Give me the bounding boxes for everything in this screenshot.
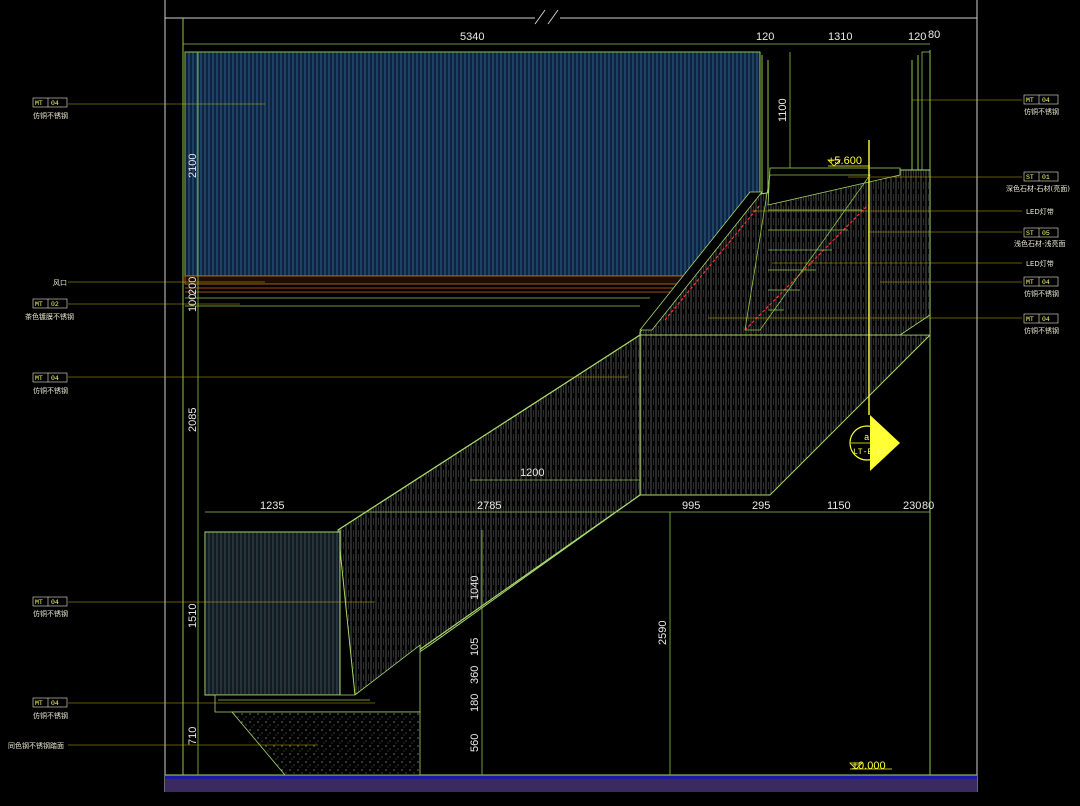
main-stair-flight xyxy=(337,334,641,696)
left-callout-5: MT 04 仿铜不锈钢 xyxy=(32,697,68,720)
right-callout-5-code: MT xyxy=(1026,279,1034,286)
section-number: a xyxy=(864,433,870,443)
dim-rail: 1100 xyxy=(777,98,789,122)
left-callout-5-text: 仿铜不锈钢 xyxy=(33,711,68,720)
dim-left-4: 1510 xyxy=(187,604,199,628)
right-callout-0-num: 04 xyxy=(1042,97,1050,104)
level-markers: +5.600 ±0.000 xyxy=(827,155,892,772)
right-callout-5: MT 04 仿铜不锈钢 xyxy=(1023,276,1059,298)
right-callout-4-text: LED灯带 xyxy=(1026,259,1054,268)
left-callouts: MT 04 仿铜不锈钢 风口 MT 02 茶色镀膜不锈钢 MT 04 仿铜不锈钢… xyxy=(8,97,74,750)
dim-left-5: 710 xyxy=(187,727,199,745)
right-callout-5-num: 04 xyxy=(1042,279,1050,286)
left-callout-3-num: 04 xyxy=(51,375,59,382)
dim-left-0: 2100 xyxy=(187,154,199,178)
right-callout-5-text: 仿铜不锈钢 xyxy=(1024,289,1059,298)
right-callout-4: LED灯带 xyxy=(1026,259,1054,268)
right-callouts: MT 04 仿铜不锈钢 ST 01 深色石材-石材(亮面) LED灯带 ST 0… xyxy=(1006,94,1070,335)
dim-mid-2: 995 xyxy=(682,500,700,512)
level-ground: ±0.000 xyxy=(852,760,886,772)
dim-top-0: 5340 xyxy=(460,31,484,43)
left-callout-4: MT 04 仿铜不锈钢 xyxy=(32,596,68,618)
left-callout-4-text: 仿铜不锈钢 xyxy=(33,609,68,618)
right-callout-3: ST 05 浅色石材-浅亮面 xyxy=(1014,227,1066,248)
left-callout-2-num: 02 xyxy=(51,301,59,308)
callout-leaders xyxy=(68,99,1022,746)
right-callout-3-num: 05 xyxy=(1042,230,1050,237)
left-callout-5-num: 04 xyxy=(51,700,59,707)
dim-top-2: 1310 xyxy=(828,31,852,43)
level-upper: +5.600 xyxy=(828,155,862,167)
dim-center: 2590 xyxy=(657,621,669,645)
left-callout-0-code: MT xyxy=(35,100,43,107)
right-callout-1: ST 01 深色石材-石材(亮面) xyxy=(1006,171,1070,193)
dim-mid-6: 80 xyxy=(922,500,934,512)
dimension-lines xyxy=(183,43,930,775)
right-callout-1-code: ST xyxy=(1026,174,1034,181)
left-callout-4-num: 04 xyxy=(51,599,59,606)
right-callout-2: LED灯带 xyxy=(1026,207,1054,216)
dim-left-1: 100 xyxy=(187,294,199,312)
right-callout-6-text: 仿铜不锈钢 xyxy=(1024,326,1059,335)
right-callout-2-text: LED灯带 xyxy=(1026,207,1054,216)
dim-top-1: 120 xyxy=(756,31,774,43)
lower-landing-panel xyxy=(204,530,421,776)
dim-mid-3: 295 xyxy=(752,500,770,512)
dim-lower-3: 180 xyxy=(469,694,481,712)
left-callout-5-code: MT xyxy=(35,700,43,707)
left-callout-1-text: 风口 xyxy=(53,279,67,287)
dim-mid-1: 2785 xyxy=(477,500,501,512)
left-callout-2-text: 茶色镀膜不锈钢 xyxy=(25,312,74,321)
dim-lower-1: 105 xyxy=(469,638,481,656)
left-callout-1: 风口 xyxy=(53,279,67,287)
section-marker: a LT-EL05 xyxy=(849,415,900,471)
left-callout-3-code: MT xyxy=(35,375,43,382)
dim-top-3: 120 xyxy=(908,31,926,43)
left-callout-0-num: 04 xyxy=(51,100,59,107)
left-callout-4-code: MT xyxy=(35,599,43,606)
left-callout-2-code: MT xyxy=(35,301,43,308)
dim-lower-4: 560 xyxy=(469,734,481,752)
dim-left-2: 200 xyxy=(187,277,199,295)
upper-wall-panel xyxy=(184,51,761,307)
dim-lower-0: 1040 xyxy=(469,576,481,600)
dim-top-4: 80 xyxy=(928,29,940,41)
left-callout-0: MT 04 仿铜不锈钢 xyxy=(32,97,68,120)
left-callout-0-text: 仿铜不锈钢 xyxy=(33,111,68,120)
right-callout-1-text: 深色石材-石材(亮面) xyxy=(1006,184,1070,193)
right-callout-0-text: 仿铜不锈钢 xyxy=(1024,107,1059,116)
left-callout-2: MT 02 茶色镀膜不锈钢 xyxy=(25,298,74,321)
right-callout-0-code: MT xyxy=(1026,97,1034,104)
section-sheet: LT-EL05 xyxy=(853,448,887,457)
dim-mid-5: 230 xyxy=(903,500,921,512)
dimension-texts: 5340 120 1310 120 80 1235 2785 995 295 1… xyxy=(187,29,940,752)
dim-mid-4: 1150 xyxy=(827,500,851,512)
right-callout-6-code: MT xyxy=(1026,316,1034,323)
left-callout-3: MT 04 仿铜不锈钢 xyxy=(32,372,68,395)
dim-left-3: 2085 xyxy=(187,408,199,432)
right-callout-0: MT 04 仿铜不锈钢 xyxy=(1023,94,1059,116)
dim-tread: 1200 xyxy=(520,467,544,479)
dim-lower-2: 360 xyxy=(469,666,481,684)
left-callout-3-text: 仿铜不锈钢 xyxy=(33,386,68,395)
dim-mid-0: 1235 xyxy=(260,500,284,512)
right-callout-3-code: ST xyxy=(1026,230,1034,237)
right-callout-6: MT 04 仿铜不锈钢 xyxy=(1023,313,1059,335)
right-callout-1-num: 01 xyxy=(1042,174,1050,181)
left-callout-6: 同色钢不锈钢踏面 xyxy=(8,741,64,750)
right-callout-6-num: 04 xyxy=(1042,316,1050,323)
left-callout-6-text: 同色钢不锈钢踏面 xyxy=(8,741,64,750)
right-callout-3-text: 浅色石材-浅亮面 xyxy=(1014,239,1066,248)
